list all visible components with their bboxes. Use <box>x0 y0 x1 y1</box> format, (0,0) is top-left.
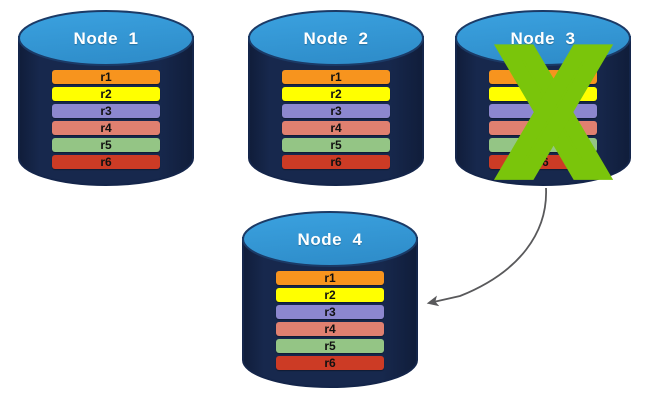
node-4-row-r3[interactable]: r3 <box>276 305 384 319</box>
node-4-row-r6-label: r6 <box>324 356 336 370</box>
node-1-row-r5-label: r5 <box>100 138 112 152</box>
node-3-row-r5-label: r5 <box>537 138 549 152</box>
node-1-row-r3[interactable]: r3 <box>52 104 160 118</box>
node-1-row-r6[interactable]: r6 <box>52 155 160 169</box>
node-2-row-r1-label: r1 <box>330 70 342 84</box>
node-1-row-r1[interactable]: r1 <box>52 70 160 84</box>
node-3-row-r6-label: r6 <box>537 155 549 169</box>
node-2-rows: r1 r2 r3 r4 r5 r6 <box>248 70 424 169</box>
node-2-row-r5[interactable]: r5 <box>282 138 390 152</box>
node-2-row-r2-label: r2 <box>330 87 342 101</box>
node-3-row-r3-label: r3 <box>537 104 549 118</box>
node-3-row-r4-label: r4 <box>537 121 549 135</box>
node-2-row-r4-label: r4 <box>330 121 342 135</box>
node-1-rows: r1 r2 r3 r4 r5 r6 <box>18 70 194 169</box>
node-1-row-r1-label: r1 <box>100 70 112 84</box>
node-1-row-r5[interactable]: r5 <box>52 138 160 152</box>
node-1-row-r2-label: r2 <box>100 87 112 101</box>
node-3-row-r2-label: r2 <box>537 87 549 101</box>
node-3-top-disc <box>455 10 631 66</box>
node-4-rows: r1 r2 r3 r4 r5 r6 <box>242 271 418 370</box>
node-1-row-r3-label: r3 <box>100 104 112 118</box>
node-1-row-r6-label: r6 <box>100 155 112 169</box>
node-3-row-r1-label: r1 <box>537 70 549 84</box>
node-4-row-r6[interactable]: r6 <box>276 356 384 370</box>
node-4-row-r1[interactable]: r1 <box>276 271 384 285</box>
node-1-row-r2[interactable]: r2 <box>52 87 160 101</box>
node-4-top-disc <box>242 211 418 267</box>
node-3-row-r1[interactable]: r1 <box>489 70 597 84</box>
node-3-row-r6[interactable]: r6 <box>489 155 597 169</box>
node-2-row-r5-label: r5 <box>330 138 342 152</box>
node-1-row-r4-label: r4 <box>100 121 112 135</box>
node-4-row-r1-label: r1 <box>324 271 336 285</box>
node-3-row-r5[interactable]: r5 <box>489 138 597 152</box>
node-4-row-r5[interactable]: r5 <box>276 339 384 353</box>
node-2-row-r6[interactable]: r6 <box>282 155 390 169</box>
node-2-row-r2[interactable]: r2 <box>282 87 390 101</box>
node-4-row-r5-label: r5 <box>324 339 336 353</box>
node-4-row-r4-label: r4 <box>324 322 336 336</box>
node-3-rows: r1 r2 r3 r4 r5 r6 <box>455 70 631 169</box>
node-1-row-r4[interactable]: r4 <box>52 121 160 135</box>
node-3-row-r4[interactable]: r4 <box>489 121 597 135</box>
node-3-row-r2[interactable]: r2 <box>489 87 597 101</box>
node-2-top-disc <box>248 10 424 66</box>
node-4-row-r4[interactable]: r4 <box>276 322 384 336</box>
node-1-top-disc <box>18 10 194 66</box>
node-2-row-r3[interactable]: r3 <box>282 104 390 118</box>
node-2-row-r1[interactable]: r1 <box>282 70 390 84</box>
node-3-row-r3[interactable]: r3 <box>489 104 597 118</box>
node-4-row-r2[interactable]: r2 <box>276 288 384 302</box>
node-2-row-r6-label: r6 <box>330 155 342 169</box>
node-4-row-r2-label: r2 <box>324 288 336 302</box>
node-2-row-r4[interactable]: r4 <box>282 121 390 135</box>
node-4-row-r3-label: r3 <box>324 305 336 319</box>
node-2-row-r3-label: r3 <box>330 104 342 118</box>
